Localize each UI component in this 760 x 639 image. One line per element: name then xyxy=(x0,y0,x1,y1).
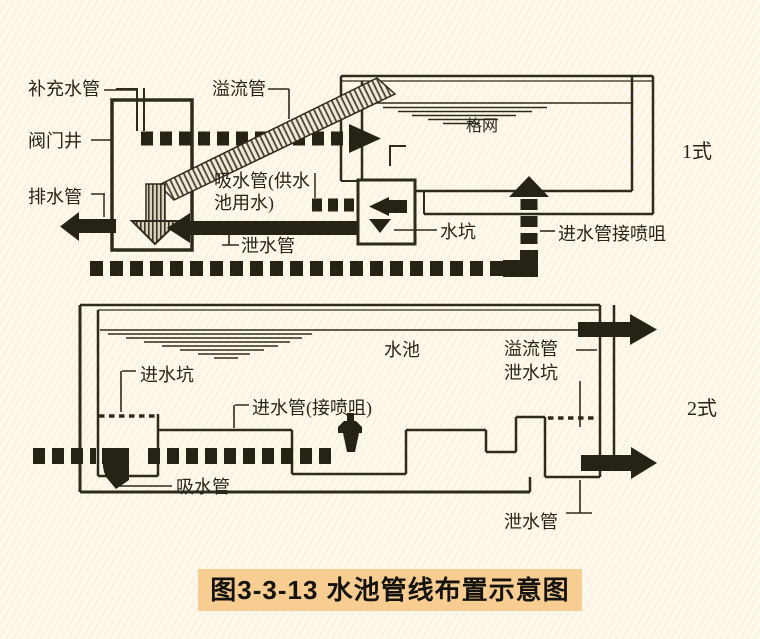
d1-pointers xyxy=(91,88,555,246)
inlet-pipe-run xyxy=(148,413,362,464)
drain-pipe-arrow xyxy=(60,193,116,241)
discharge-outlet-arrow xyxy=(581,447,657,479)
label-inlet-pipe-nozzle-2: 进水管(接喷咀) xyxy=(252,398,372,419)
label-discharge-pipe-2: 泄水管 xyxy=(504,512,558,532)
d2-pointers xyxy=(118,349,597,514)
bottom-inlet-run xyxy=(90,176,549,277)
pipe-arrow-left-icon xyxy=(60,212,79,241)
label-valve-well: 阀门井 xyxy=(28,131,82,151)
label-screen: 格网 xyxy=(466,117,498,135)
type1-tag: 1式 xyxy=(682,140,712,163)
suction-pipe-run xyxy=(33,448,129,489)
discharge-pipe-bar xyxy=(167,213,359,243)
overflow-down-arrow-icon xyxy=(129,220,182,246)
figure-caption: 图3-3-13 水池管线布置示意图 xyxy=(198,569,582,611)
overflow-outlet-arrow xyxy=(578,314,657,345)
pool2-water-surface xyxy=(100,329,598,359)
overflow-band xyxy=(129,77,397,246)
label-suction-pipe-2: 吸水管 xyxy=(176,477,230,497)
type2-tag: 2式 xyxy=(687,397,717,420)
label-overflow-pipe-2: 溢流管 xyxy=(504,339,558,359)
main-dashed-pipe xyxy=(141,124,381,153)
diagram-type2: 进水坑 水池 溢流管 泄水坑 进水管(接喷咀) 吸水管 泄水管 2式 xyxy=(33,303,717,532)
pipe-arrow-right-icon xyxy=(349,124,381,153)
pool1-water-surface xyxy=(365,102,632,125)
label-discharge-pipe: 泄水管 xyxy=(241,236,295,256)
diagram-type1: 补充水管 溢流管 阀门井 排水管 吸水管(供水 池用水) 格网 泄水管 水坑 进… xyxy=(28,74,712,277)
pit-arrow-left-icon xyxy=(369,197,389,216)
label-suction-pipe-line2: 池用水) xyxy=(214,193,274,214)
supply-pipe xyxy=(116,88,145,131)
label-suction-pipe-line1: 吸水管(供水 xyxy=(214,171,310,192)
standpipe xyxy=(389,145,406,166)
label-inlet-pipe-nozzle: 进水管接喷咀 xyxy=(558,224,666,244)
label-drain-pipe: 排水管 xyxy=(28,187,82,207)
nozzle-icon xyxy=(338,413,362,452)
pipe-arrow-right-icon xyxy=(631,447,657,479)
label-water-pit: 水坑 xyxy=(440,222,476,242)
pipe-arrow-right-icon xyxy=(630,314,657,345)
label-pool: 水池 xyxy=(384,340,420,360)
pit-valve-icon xyxy=(369,219,391,233)
label-overflow-pipe: 溢流管 xyxy=(212,79,266,99)
nozzle-up-arrow-icon xyxy=(509,176,549,197)
label-inlet-pit: 进水坑 xyxy=(140,365,194,385)
water-pit xyxy=(356,178,417,246)
suction-elbow-icon xyxy=(102,448,129,489)
label-discharge-pit: 泄水坑 xyxy=(504,363,558,383)
label-supply-pipe: 补充水管 xyxy=(28,79,100,99)
pipe-arrow-left-icon xyxy=(167,213,190,243)
